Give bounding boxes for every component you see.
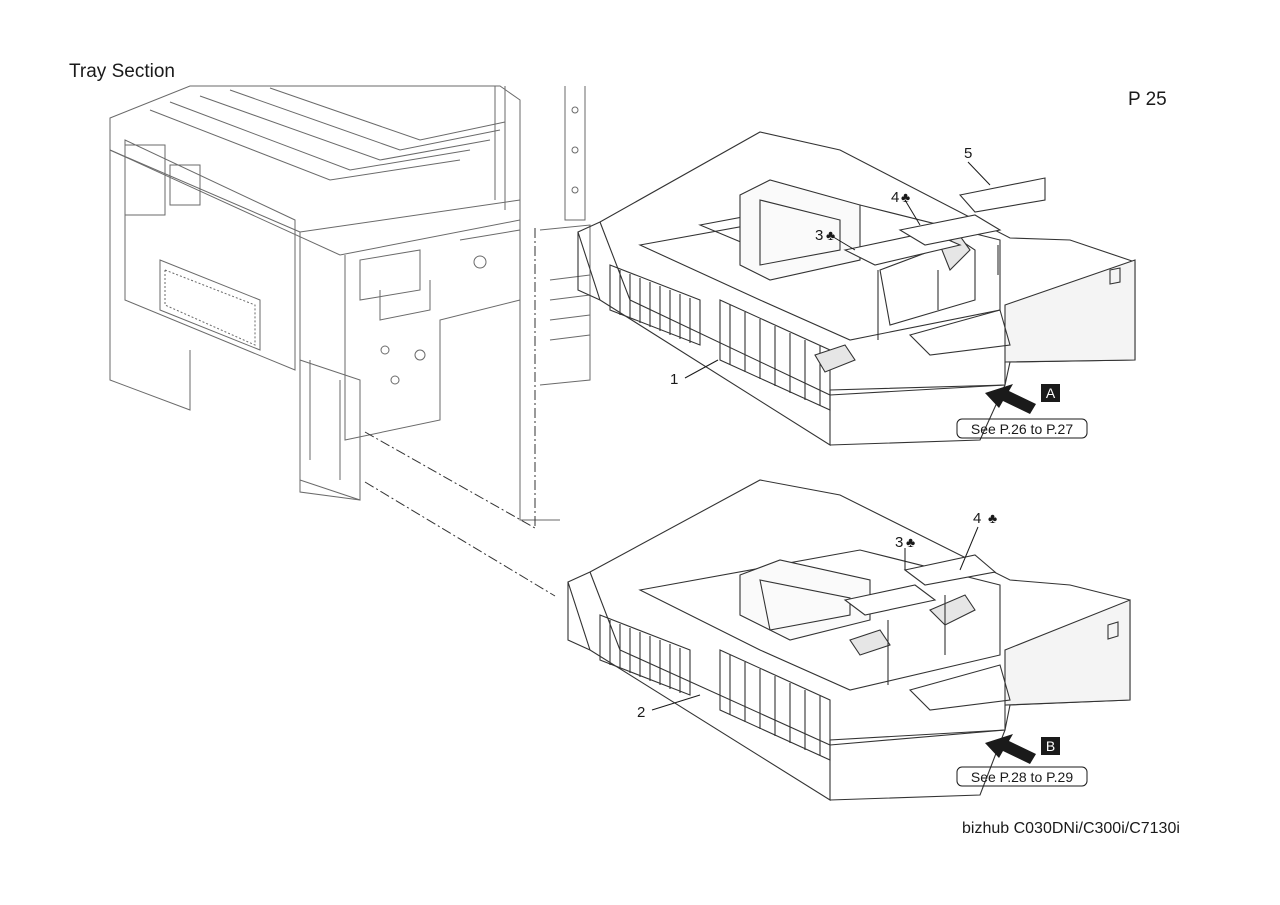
see-ref-a-text: See P.26 to P.27 [971, 421, 1073, 437]
badge-a-label: A [1046, 385, 1056, 401]
main-unit-frame [109, 85, 591, 521]
badge-a [1041, 384, 1060, 402]
see-ref-b-box [956, 766, 1088, 787]
club-symbol-icon: ♣ [906, 534, 915, 550]
see-ref-a-box [956, 418, 1088, 439]
club-symbol-icon: ♣ [826, 227, 835, 243]
callout-5: 5 [964, 145, 972, 162]
callout-1: 1 [670, 371, 678, 388]
badge-b-label: B [1046, 738, 1055, 754]
leader-lines [364, 228, 556, 597]
arrow-a-icon [985, 384, 1036, 414]
callout-3-upper: 3 [815, 227, 823, 244]
callout-4-upper: 4 [891, 189, 899, 206]
upper-paper-tray [577, 131, 1136, 446]
badge-b [1041, 737, 1060, 755]
reference-a: A See P.26 to P.27 [956, 384, 1088, 439]
callout-3-lower: 3 [895, 534, 903, 551]
lower-paper-tray [567, 479, 1131, 801]
page-number: P 25 [1128, 89, 1167, 110]
arrow-b-icon [985, 734, 1036, 764]
model-footer: bizhub C030DNi/C300i/C7130i [962, 820, 1180, 837]
callout-leaders [651, 161, 991, 711]
page-title: Tray Section [69, 61, 175, 82]
club-symbol-icon: ♣ [901, 189, 910, 205]
callout-4-lower: 4 [973, 510, 981, 527]
reference-b: B See P.28 to P.29 [956, 734, 1088, 787]
callout-2: 2 [637, 704, 645, 721]
see-ref-b-text: See P.28 to P.29 [971, 769, 1073, 785]
club-symbol-icon: ♣ [988, 510, 997, 526]
